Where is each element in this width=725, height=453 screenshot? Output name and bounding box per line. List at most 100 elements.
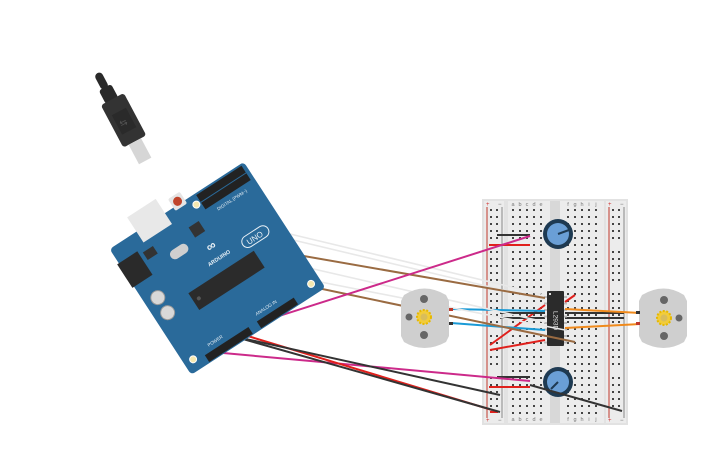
breadboard-hole[interactable] (533, 377, 535, 379)
rail-hole[interactable] (612, 349, 614, 351)
rail-hole[interactable] (612, 293, 614, 295)
rail-hole[interactable] (490, 230, 492, 232)
breadboard-hole[interactable] (526, 363, 528, 365)
rail-hole[interactable] (490, 405, 492, 407)
breadboard-hole[interactable] (588, 405, 590, 407)
breadboard-hole[interactable] (540, 300, 542, 302)
breadboard-hole[interactable] (581, 209, 583, 211)
potentiometer-bottom[interactable] (543, 367, 573, 397)
breadboard-hole[interactable] (533, 412, 535, 414)
breadboard-hole[interactable] (526, 258, 528, 260)
breadboard-hole[interactable] (574, 230, 576, 232)
breadboard-hole[interactable] (581, 370, 583, 372)
rail-hole[interactable] (612, 377, 614, 379)
breadboard-hole[interactable] (588, 279, 590, 281)
rail-hole[interactable] (496, 279, 498, 281)
breadboard-hole[interactable] (567, 335, 569, 337)
arduino-uno[interactable]: ∞ ARDUINO UNO DIGITAL (PWM~) POWER ANALO… (99, 148, 326, 376)
breadboard-hole[interactable] (567, 272, 569, 274)
breadboard-hole[interactable] (588, 209, 590, 211)
rail-hole[interactable] (496, 272, 498, 274)
breadboard-hole[interactable] (574, 356, 576, 358)
breadboard-hole[interactable] (540, 412, 542, 414)
breadboard-hole[interactable] (588, 412, 590, 414)
breadboard-hole[interactable] (519, 230, 521, 232)
breadboard-hole[interactable] (512, 370, 514, 372)
breadboard-hole[interactable] (533, 216, 535, 218)
rail-hole[interactable] (496, 230, 498, 232)
rail-hole[interactable] (612, 209, 614, 211)
breadboard-hole[interactable] (519, 216, 521, 218)
breadboard-hole[interactable] (519, 412, 521, 414)
rail-hole[interactable] (496, 265, 498, 267)
breadboard-hole[interactable] (512, 391, 514, 393)
rail-hole[interactable] (612, 342, 614, 344)
rail-hole[interactable] (490, 398, 492, 400)
breadboard-hole[interactable] (512, 223, 514, 225)
breadboard-hole[interactable] (588, 244, 590, 246)
breadboard-hole[interactable] (533, 363, 535, 365)
breadboard-hole[interactable] (588, 307, 590, 309)
rail-hole[interactable] (612, 272, 614, 274)
breadboard-hole[interactable] (588, 251, 590, 253)
breadboard-hole[interactable] (519, 286, 521, 288)
breadboard-hole[interactable] (581, 216, 583, 218)
breadboard-hole[interactable] (526, 412, 528, 414)
breadboard-hole[interactable] (519, 349, 521, 351)
breadboard-hole[interactable] (567, 258, 569, 260)
rail-hole[interactable] (490, 293, 492, 295)
breadboard-hole[interactable] (574, 384, 576, 386)
breadboard-hole[interactable] (519, 384, 521, 386)
breadboard-hole[interactable] (519, 363, 521, 365)
breadboard-hole[interactable] (595, 335, 597, 337)
digital-header-2[interactable] (201, 173, 251, 210)
breadboard-hole[interactable] (595, 321, 597, 323)
breadboard-hole[interactable] (574, 321, 576, 323)
breadboard-hole[interactable] (519, 314, 521, 316)
breadboard-hole[interactable] (595, 209, 597, 211)
breadboard-hole[interactable] (540, 342, 542, 344)
breadboard-hole[interactable] (540, 209, 542, 211)
rail-hole[interactable] (490, 251, 492, 253)
breadboard-hole[interactable] (512, 237, 514, 239)
breadboard-hole[interactable] (540, 265, 542, 267)
rail-hole[interactable] (618, 363, 620, 365)
breadboard-hole[interactable] (574, 209, 576, 211)
breadboard-hole[interactable] (533, 251, 535, 253)
breadboard-hole[interactable] (588, 293, 590, 295)
breadboard-hole[interactable] (519, 223, 521, 225)
rail-hole[interactable] (618, 356, 620, 358)
rail-hole[interactable] (496, 335, 498, 337)
breadboard-hole[interactable] (540, 335, 542, 337)
rail-hole[interactable] (618, 391, 620, 393)
breadboard-hole[interactable] (526, 349, 528, 351)
rail-hole[interactable] (618, 314, 620, 316)
rail-hole[interactable] (612, 300, 614, 302)
breadboard-hole[interactable] (533, 405, 535, 407)
breadboard-hole[interactable] (512, 251, 514, 253)
rail-hole[interactable] (490, 258, 492, 260)
breadboard-hole[interactable] (533, 321, 535, 323)
breadboard-hole[interactable] (540, 384, 542, 386)
rail-hole[interactable] (618, 349, 620, 351)
rail-hole[interactable] (618, 321, 620, 323)
rail-hole[interactable] (618, 405, 620, 407)
breadboard-hole[interactable] (533, 356, 535, 358)
breadboard-hole[interactable] (540, 237, 542, 239)
rail-hole[interactable] (618, 335, 620, 337)
breadboard-hole[interactable] (512, 272, 514, 274)
rail-hole[interactable] (496, 251, 498, 253)
breadboard-hole[interactable] (519, 237, 521, 239)
rail-hole[interactable] (490, 279, 492, 281)
breadboard-hole[interactable] (581, 384, 583, 386)
breadboard-hole[interactable] (540, 244, 542, 246)
breadboard-hole[interactable] (581, 244, 583, 246)
breadboard-hole[interactable] (526, 265, 528, 267)
rail-hole[interactable] (618, 251, 620, 253)
breadboard-hole[interactable] (595, 398, 597, 400)
rail-hole[interactable] (490, 265, 492, 267)
breadboard-hole[interactable] (512, 209, 514, 211)
rail-hole[interactable] (496, 384, 498, 386)
breadboard-hole[interactable] (526, 216, 528, 218)
breadboard-hole[interactable] (512, 398, 514, 400)
